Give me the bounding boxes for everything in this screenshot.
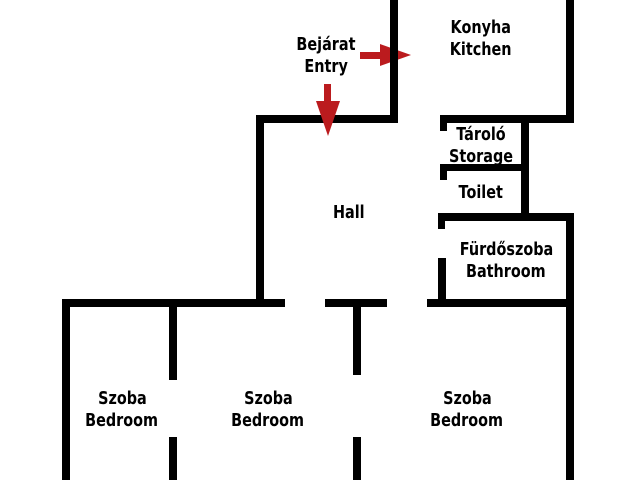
jamb-storage-bottom bbox=[440, 164, 447, 180]
label-hall: Hall bbox=[239, 202, 459, 224]
wall-storage-bottom bbox=[440, 164, 529, 171]
wall-divider2-lower bbox=[353, 437, 361, 480]
entry-label-en: Entry bbox=[304, 56, 348, 77]
label-bathroom: Fürdőszoba Bathroom bbox=[396, 239, 616, 283]
wall-kitchen-left bbox=[390, 0, 398, 123]
jamb-toilet-bottom bbox=[438, 213, 445, 229]
entry-label-hu: Bejárat bbox=[296, 34, 356, 55]
wall-divider1-upper bbox=[169, 299, 177, 380]
label-storage: Tároló Storage bbox=[371, 124, 591, 168]
bedroom-left-label-hu: Szoba bbox=[97, 388, 147, 409]
jamb-bathroom-left bbox=[438, 258, 446, 307]
wall-divider1-lower bbox=[169, 437, 177, 480]
label-bedroom-left: Szoba Bedroom bbox=[12, 388, 232, 432]
bedroom-right-label-en: Bedroom bbox=[430, 410, 504, 431]
wall-kitchen-right bbox=[566, 0, 574, 121]
wall-toilet-bottom bbox=[438, 213, 574, 221]
bathroom-label-en: Bathroom bbox=[466, 261, 546, 282]
wall-left-outer bbox=[62, 299, 70, 480]
bedroom-middle-label-hu: Szoba bbox=[243, 388, 293, 409]
label-toilet: Toilet bbox=[371, 182, 591, 204]
kitchen-label-hu: Konyha bbox=[450, 17, 512, 38]
wall-storage-top bbox=[440, 115, 574, 123]
label-bedroom-right: Szoba Bedroom bbox=[357, 388, 577, 432]
toilet-label-en: Toilet bbox=[458, 182, 504, 203]
hall-label: Hall bbox=[333, 202, 365, 223]
bedroom-middle-label-en: Bedroom bbox=[231, 410, 305, 431]
bedroom-right-label-hu: Szoba bbox=[442, 388, 492, 409]
label-bedroom-middle: Szoba Bedroom bbox=[158, 388, 378, 432]
wall-hall-left bbox=[256, 115, 264, 307]
wall-divider2-upper bbox=[353, 299, 361, 375]
kitchen-label-en: Kitchen bbox=[450, 39, 512, 60]
entry-arrow-down-icon bbox=[324, 84, 331, 103]
storage-label-hu: Tároló bbox=[456, 124, 506, 145]
label-kitchen: Konyha Kitchen bbox=[371, 17, 591, 61]
storage-label-en: Storage bbox=[448, 146, 514, 167]
entry-arrow-right-icon bbox=[360, 52, 382, 59]
jamb-storage-top bbox=[440, 115, 447, 131]
entry-arrow-down-head-icon bbox=[316, 101, 340, 136]
wall-right-outer bbox=[566, 213, 574, 480]
bedroom-left-label-en: Bedroom bbox=[85, 410, 159, 431]
wall-bathroom-bottom bbox=[427, 299, 574, 307]
bathroom-label-hu: Fürdőszoba bbox=[459, 239, 553, 260]
label-entry: Bejárat Entry bbox=[216, 34, 436, 78]
